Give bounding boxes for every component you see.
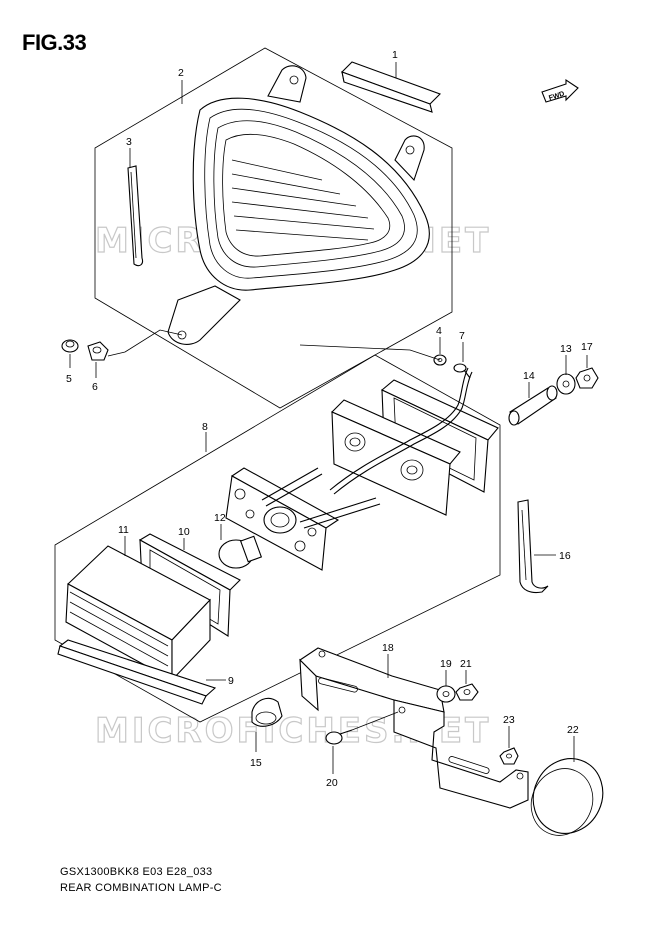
callout-19: 19 [440, 658, 452, 670]
leader-lines [69, 62, 588, 774]
lower-assembly-frame [54, 354, 501, 723]
callout-5: 5 [66, 373, 72, 385]
grommet [61, 339, 79, 353]
lower-reflector [57, 639, 217, 705]
callout-8: 8 [202, 421, 208, 433]
lamp-wire [329, 367, 469, 491]
diagram-code: GSX1300BKK8 E03 E28_033 [60, 866, 213, 878]
callout-23: 23 [503, 714, 515, 726]
reflector-strip [341, 61, 441, 113]
reflector-nut [499, 747, 519, 765]
callout-21: 21 [460, 658, 472, 670]
callout-15: 15 [250, 757, 262, 769]
wire-clamp [517, 499, 549, 594]
rubber-cushion [251, 697, 283, 727]
screw [453, 363, 471, 379]
figure-title: FIG.33 [22, 30, 87, 55]
tail-lamp-housing [167, 65, 430, 345]
callout-22: 22 [567, 724, 579, 736]
round-reflector [530, 758, 604, 836]
bracket-washer [436, 685, 456, 703]
spacer-nut [575, 367, 599, 389]
callout-18: 18 [382, 642, 394, 654]
callout-1: 1 [392, 49, 398, 61]
callout-12: 12 [214, 512, 226, 524]
fwd-arrow-icon: FWD [541, 78, 579, 103]
callout-20: 20 [326, 777, 338, 789]
bulb [218, 535, 263, 569]
callout-10: 10 [178, 526, 190, 538]
callout-2: 2 [178, 67, 184, 79]
callout-11: 11 [118, 524, 129, 536]
bracket-nut [455, 683, 479, 701]
callout-13: 13 [560, 343, 572, 355]
callout-6: 6 [92, 381, 98, 393]
callout-7: 7 [459, 330, 465, 342]
socket-plate [225, 467, 340, 571]
diagram-name: REAR COMBINATION LAMP-C [60, 882, 222, 894]
upper-assembly-frame [94, 47, 453, 409]
license-bracket [299, 647, 529, 809]
callout-14: 14 [523, 370, 535, 382]
plate-screws [261, 467, 381, 529]
callout-9: 9 [228, 675, 234, 687]
mounting-strap [127, 165, 144, 267]
lamp-lens [65, 545, 211, 682]
callout-labels: 1 2 3 4 7 5 6 8 9 10 11 12 13 17 14 15 1… [66, 49, 593, 789]
lamp-inner-housing [331, 399, 461, 516]
callout-16: 16 [559, 550, 571, 562]
cushion-nut [87, 341, 109, 361]
bracket-screw [325, 711, 399, 745]
callout-17: 17 [581, 341, 593, 353]
callout-4: 4 [436, 325, 442, 337]
fwd-badge-label: FWD [548, 91, 565, 103]
callout-3: 3 [126, 136, 132, 148]
spacer-washer [556, 373, 576, 395]
spacer-tube [508, 385, 558, 426]
